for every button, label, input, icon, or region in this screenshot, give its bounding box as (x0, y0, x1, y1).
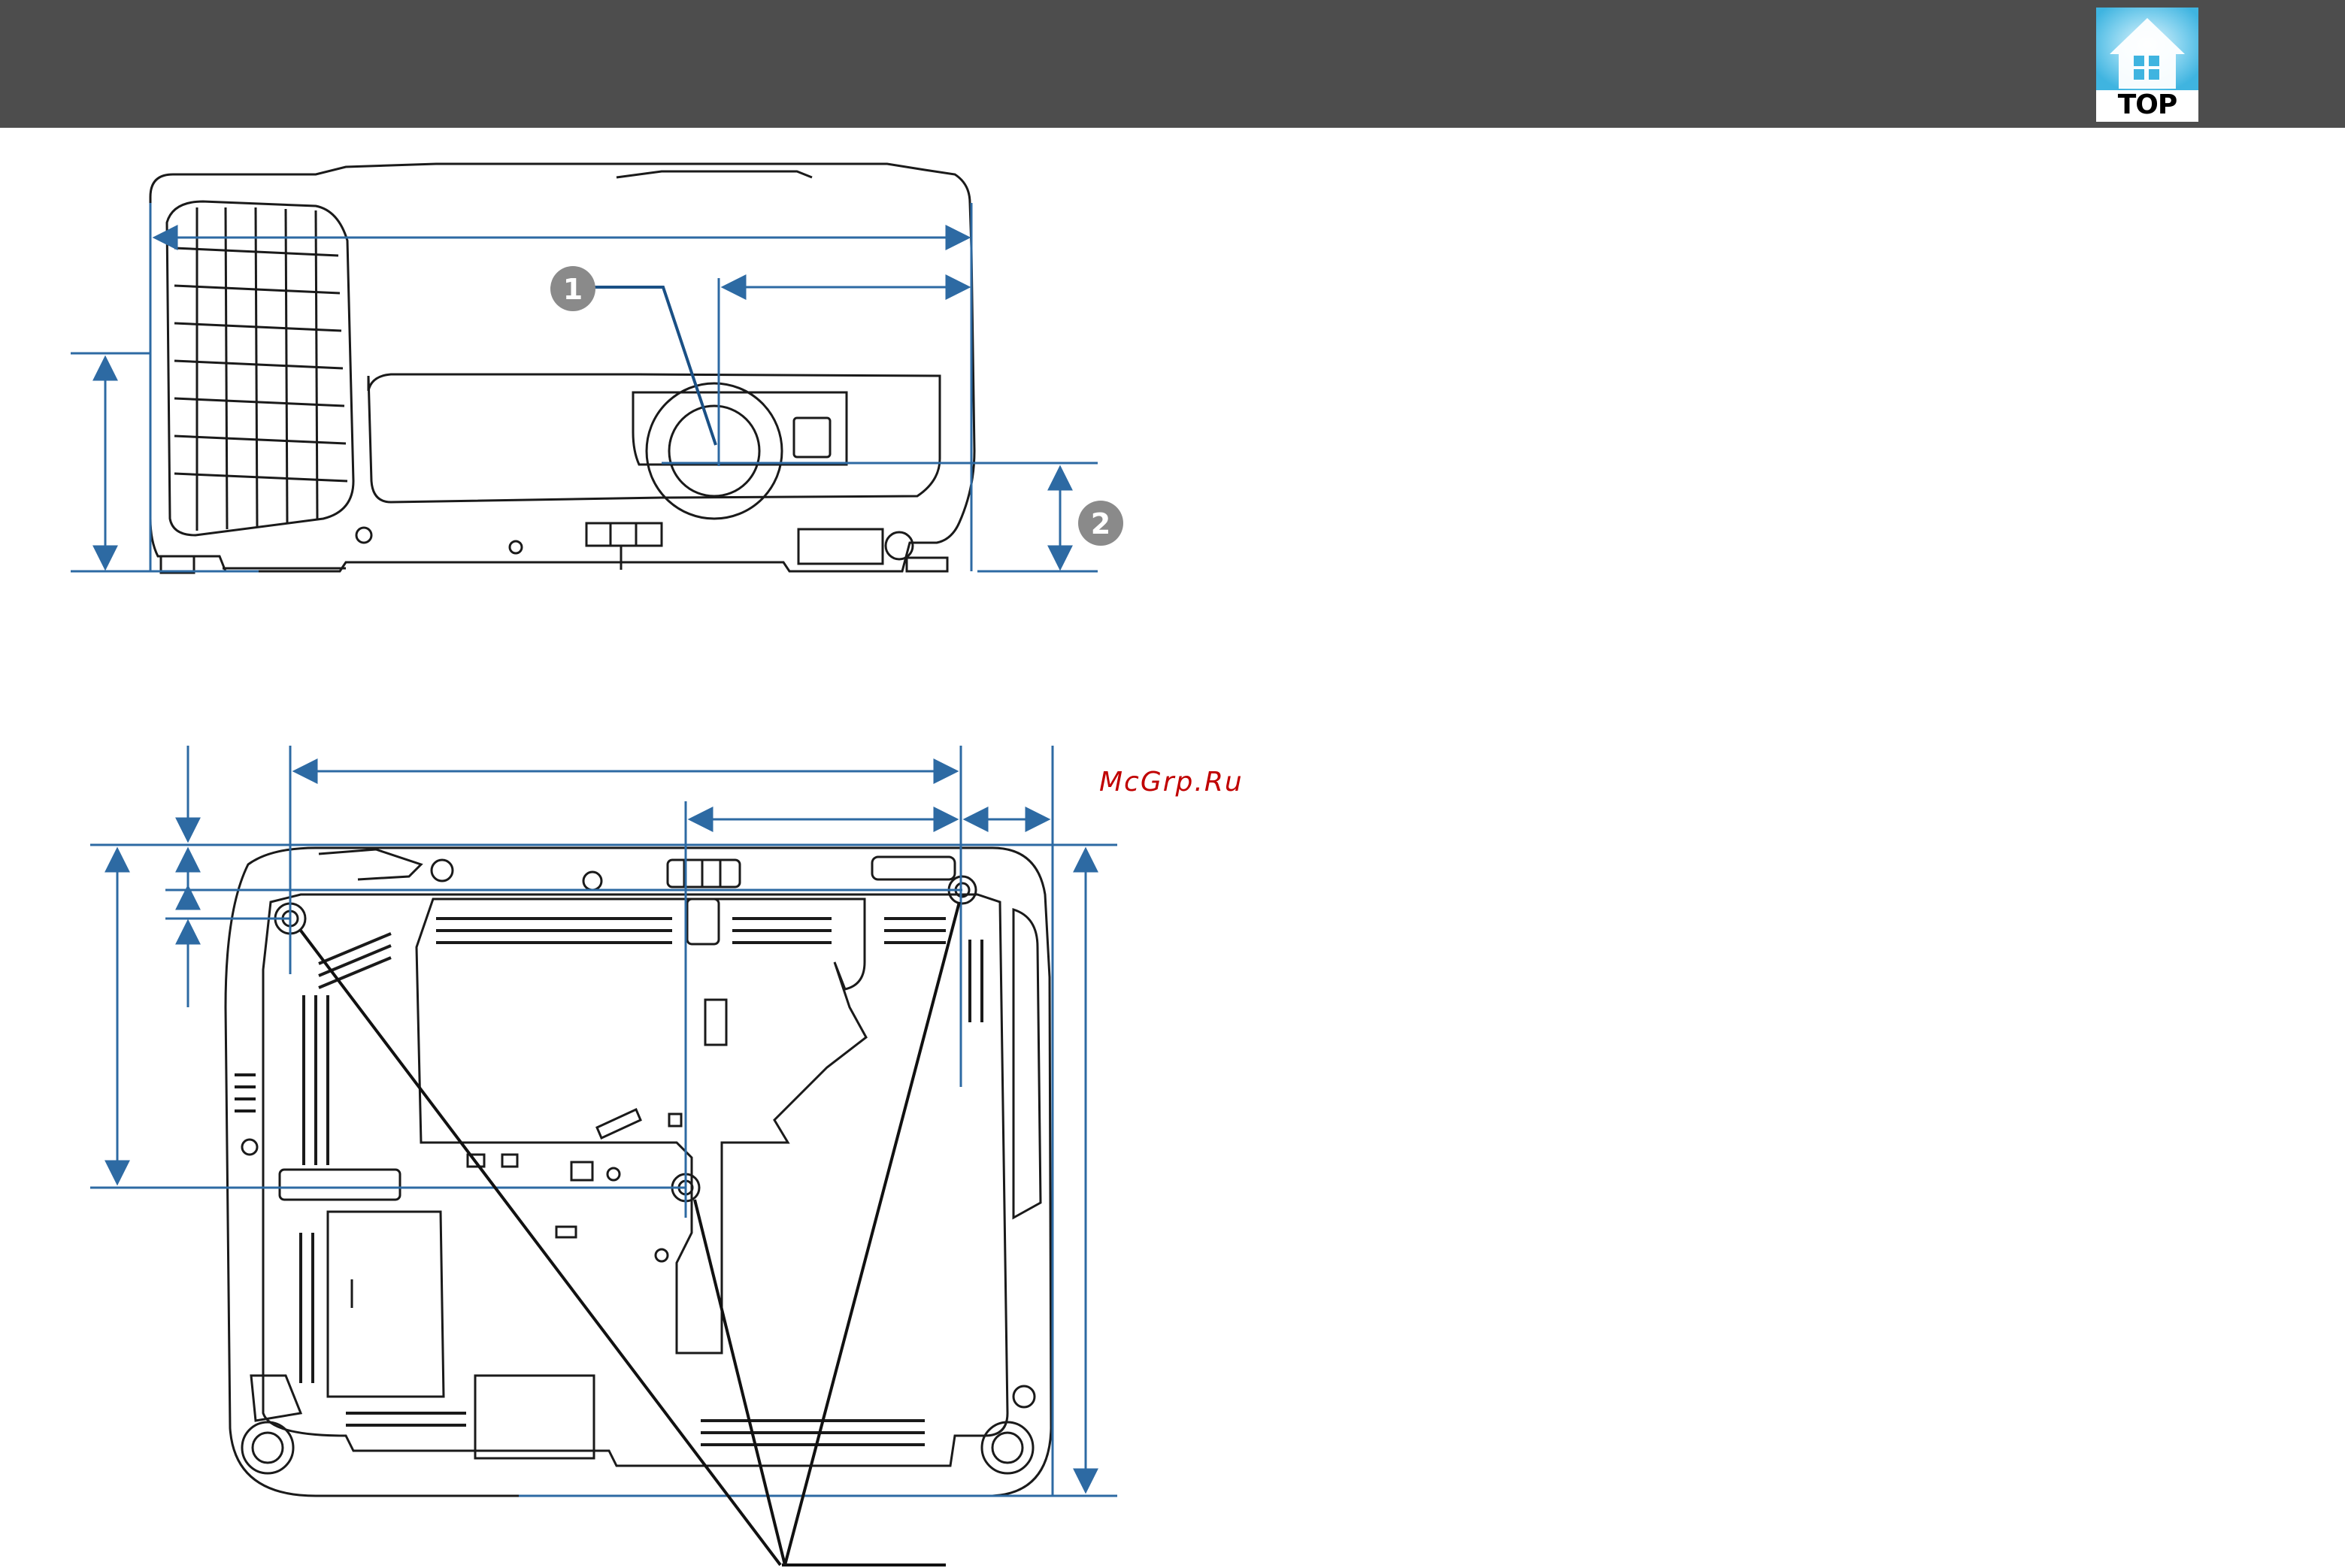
callout-2-icon: 2 (1078, 501, 1123, 546)
bottom-view-dimensions (90, 746, 1117, 1496)
svg-text:1: 1 (563, 273, 583, 306)
bottom-view-diagram (226, 848, 1051, 1496)
callout-1-icon: 1 (550, 266, 595, 311)
watermark: McGrp.Ru (1099, 767, 1244, 798)
svg-text:2: 2 (1091, 507, 1110, 540)
front-view-diagram (150, 164, 974, 573)
